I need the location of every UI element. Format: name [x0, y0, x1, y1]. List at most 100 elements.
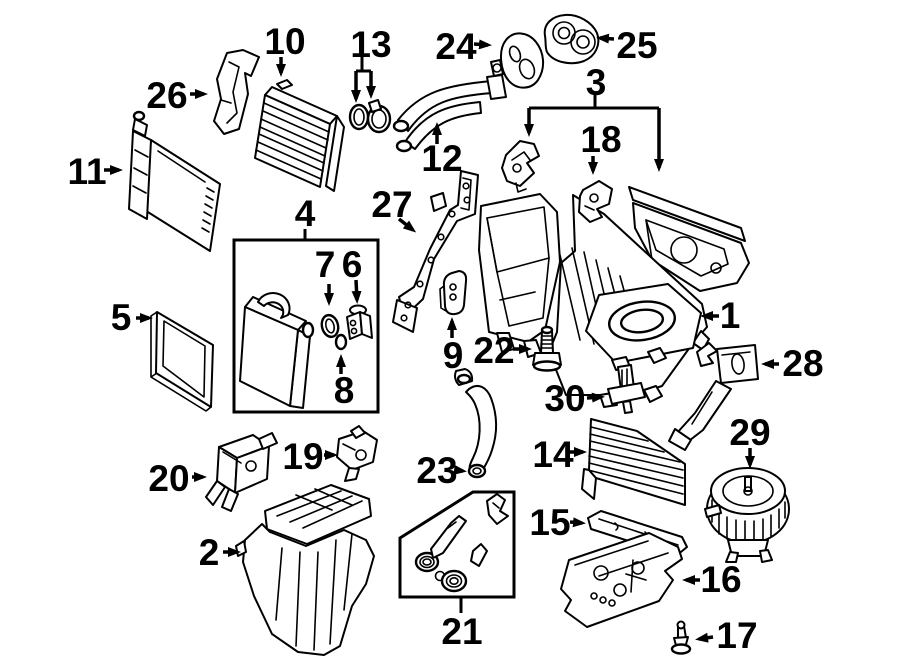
part-expansion-valve	[346, 304, 373, 340]
callout-17-arrow	[695, 632, 714, 643]
part-mounting-tray	[560, 532, 683, 628]
callouts-layer: 1 2 3 4 5 6 7 8	[67, 21, 823, 656]
part-actuator-20	[205, 432, 278, 512]
callout-17: 17	[695, 615, 758, 656]
part-lower-housing	[235, 484, 375, 656]
callout-9: 9	[443, 317, 464, 376]
callout-23-arrow	[453, 464, 467, 475]
callout-29-label: 29	[729, 412, 770, 453]
callout-30: 30	[544, 378, 605, 419]
callout-13-leader	[356, 57, 371, 73]
part-pipe-orings	[348, 99, 392, 134]
part-seal-grommet	[439, 270, 468, 316]
callout-3-leader	[529, 95, 659, 110]
callout-16: 16	[682, 559, 742, 600]
callout-22-label: 22	[473, 330, 514, 371]
callout-27: 27	[371, 184, 417, 233]
callout-25: 25	[596, 25, 658, 66]
callout-6-label: 6	[342, 244, 363, 285]
part-actuator-3	[501, 140, 540, 193]
callout-25-arrow	[596, 33, 615, 44]
callout-26: 26	[146, 75, 208, 116]
part-seal-ring-b	[434, 569, 468, 593]
callout-17-label: 17	[716, 615, 757, 656]
callout-21-label: 21	[441, 611, 482, 652]
callout-6-arrow	[351, 279, 362, 304]
callout-12: 12	[421, 122, 463, 179]
callout-6: 6	[342, 244, 363, 304]
callout-27-arrow	[397, 217, 417, 233]
callout-5-label: 5	[111, 297, 132, 338]
callout-2-label: 2	[199, 532, 220, 573]
callout-20-label: 20	[148, 458, 189, 499]
callout-26-label: 26	[146, 75, 187, 116]
callout-29: 29	[729, 412, 771, 469]
part-actuator-19	[336, 425, 378, 482]
callout-11-label: 11	[67, 151, 106, 192]
callout-16-label: 16	[700, 559, 741, 600]
callout-23-label: 23	[416, 450, 457, 491]
part-bracket-26	[213, 49, 260, 135]
callout-13-label: 13	[350, 24, 391, 65]
callout-18-label: 18	[580, 119, 621, 160]
callout-13: 13	[350, 24, 392, 103]
part-evaporator-insert	[239, 292, 315, 409]
part-bolt-22	[532, 325, 562, 372]
callout-3-label: 3	[586, 62, 607, 103]
callout-9-label: 9	[443, 335, 464, 376]
callout-15-arrow	[569, 517, 586, 528]
part-screw-17	[670, 620, 692, 655]
callout-24: 24	[435, 26, 492, 67]
callout-3: 3	[524, 62, 664, 172]
callout-12-label: 12	[421, 138, 462, 179]
part-actuator-18	[578, 180, 613, 223]
callout-27-label: 27	[371, 184, 412, 225]
part-heater-pipes	[392, 59, 507, 153]
part-seal-strip-small	[430, 515, 467, 559]
callout-23: 23	[416, 450, 467, 491]
callout-18: 18	[580, 119, 622, 175]
callout-28-label: 28	[782, 343, 823, 384]
callout-21: 21	[441, 598, 483, 652]
part-cabin-filter	[150, 311, 214, 412]
callout-15-label: 15	[529, 502, 570, 543]
callout-14: 14	[532, 434, 587, 475]
part-oring-small	[334, 333, 348, 351]
callout-30-label: 30	[544, 378, 585, 419]
part-gasket-25	[543, 13, 600, 65]
callout-8: 8	[334, 354, 355, 411]
part-air-guide	[581, 418, 686, 506]
callout-10: 10	[264, 21, 306, 77]
part-heater-core	[128, 110, 221, 252]
callout-15: 15	[529, 502, 586, 543]
part-upper-cover	[628, 186, 750, 292]
callout-24-arrow	[473, 39, 492, 50]
callout-28: 28	[761, 343, 824, 384]
callout-25-label: 25	[616, 25, 657, 66]
callout-24-label: 24	[435, 26, 477, 67]
callout-19: 19	[282, 436, 338, 477]
callout-7: 7	[315, 244, 336, 306]
callout-22: 22	[473, 330, 532, 371]
callout-30-arrow	[586, 392, 605, 403]
part-seal-clip	[486, 493, 509, 525]
callout-4: 4	[295, 193, 316, 240]
callout-11: 11	[67, 151, 123, 192]
part-seal-hook	[470, 543, 488, 567]
callout-5: 5	[111, 297, 153, 338]
callout-10-label: 10	[264, 21, 305, 62]
callout-4-label: 4	[295, 193, 316, 234]
part-drain-pipe	[454, 368, 497, 479]
callout-14-label: 14	[532, 434, 574, 475]
part-duct-bracket-28	[668, 342, 759, 451]
callout-8-label: 8	[334, 370, 355, 411]
callout-2: 2	[199, 532, 241, 573]
callout-1: 1	[700, 295, 741, 336]
part-blower-motor	[704, 467, 790, 563]
callout-20: 20	[148, 458, 207, 499]
part-gasket-24	[500, 32, 544, 89]
part-oring-large	[320, 313, 340, 339]
callout-1-label: 1	[720, 295, 741, 336]
callout-7-label: 7	[315, 244, 336, 285]
